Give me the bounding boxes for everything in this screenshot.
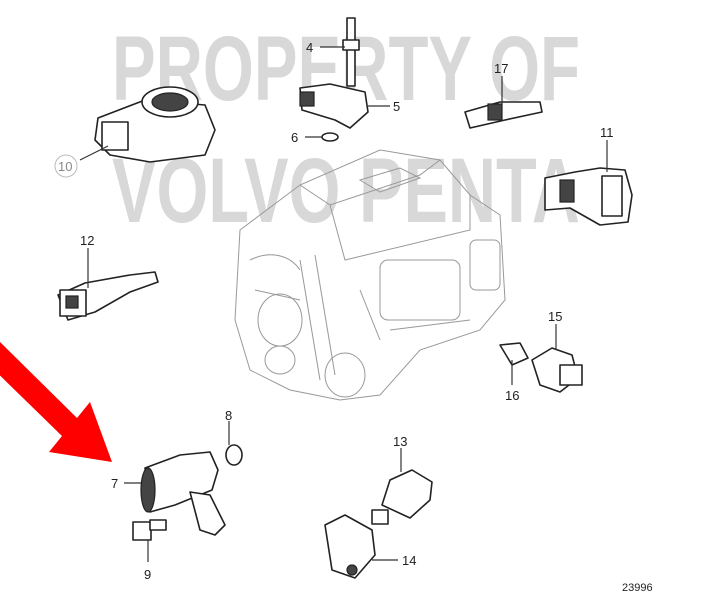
callout-9: 9 bbox=[144, 567, 151, 582]
part-15-sensor bbox=[531, 347, 583, 393]
part-17-sensor bbox=[464, 101, 543, 129]
callout-10: 10 bbox=[58, 159, 72, 174]
diagram-number: 23996 bbox=[622, 582, 653, 594]
callout-11: 11 bbox=[600, 125, 614, 140]
part-16-sensor bbox=[499, 342, 529, 366]
callout-7: 7 bbox=[111, 476, 118, 491]
engine-illustration bbox=[234, 149, 506, 401]
part-13-pressure-sensor bbox=[371, 469, 433, 525]
callout-10-circle bbox=[54, 154, 78, 178]
callout-17: 17 bbox=[494, 61, 508, 76]
part-6-o-ring bbox=[321, 132, 339, 142]
part-12-sensor bbox=[57, 271, 159, 321]
callout-5: 5 bbox=[393, 99, 400, 114]
part-10-throttle-body bbox=[94, 86, 216, 163]
callout-15: 15 bbox=[548, 309, 562, 324]
part-4-stud bbox=[342, 17, 360, 87]
part-9-bolt bbox=[132, 519, 167, 541]
leader-lines bbox=[79, 46, 608, 562]
part-14-adapter bbox=[324, 514, 376, 579]
callout-13: 13 bbox=[393, 434, 407, 449]
callout-12: 12 bbox=[80, 233, 94, 248]
part-8-o-ring bbox=[225, 444, 243, 466]
red-arrow-indicator bbox=[0, 341, 112, 462]
callout-4: 4 bbox=[306, 40, 313, 55]
callout-14: 14 bbox=[402, 553, 416, 568]
callout-16: 16 bbox=[505, 388, 519, 403]
callout-6: 6 bbox=[291, 130, 298, 145]
part-11-sensor bbox=[544, 167, 633, 226]
part-5-sensor bbox=[299, 83, 369, 129]
callout-labels: 4 5 6 17 11 10 12 15 16 8 13 7 9 14 2399… bbox=[54, 40, 653, 594]
callout-8: 8 bbox=[225, 408, 232, 423]
part-7-camshaft-sensor bbox=[140, 451, 226, 536]
